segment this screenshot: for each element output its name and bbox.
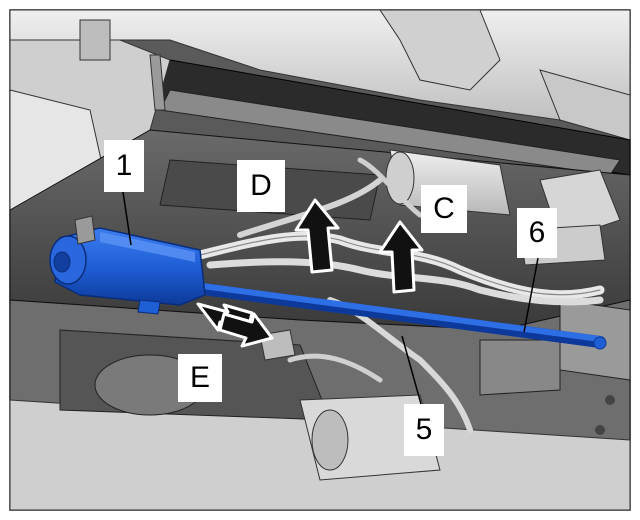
leader-line-1 <box>122 191 132 246</box>
arrow-e-right <box>218 312 274 348</box>
seat-bracket-top <box>379 9 501 91</box>
callout-view-e: E <box>178 354 222 402</box>
arrow-c <box>378 220 424 294</box>
callout-part-1: 1 <box>104 140 144 192</box>
flex-shaft <box>189 282 607 350</box>
rail-bracket <box>479 339 561 396</box>
leader-line-5 <box>401 335 422 405</box>
seat-adjustment-motor <box>49 215 206 315</box>
callout-part-6: 6 <box>517 208 557 258</box>
arrow-d <box>294 198 340 274</box>
callout-part-5: 5 <box>404 404 444 456</box>
callout-view-c: C <box>421 185 467 233</box>
leader-line-6 <box>523 257 539 333</box>
callout-view-d: D <box>237 160 285 212</box>
